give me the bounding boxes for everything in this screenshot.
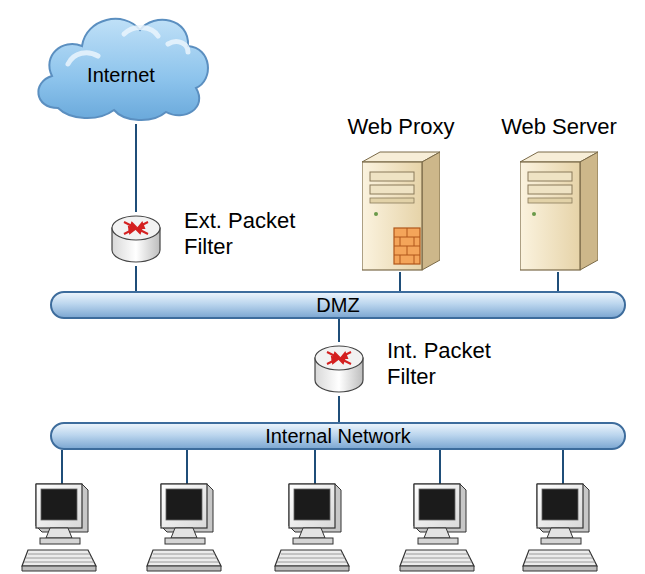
network-link [399, 272, 401, 291]
pc-drop-lines [62, 450, 563, 484]
server-icon [362, 150, 440, 272]
cloud-node: Internet [28, 4, 214, 124]
server-node: Web Server [520, 150, 598, 272]
node-label: Web Server [501, 114, 617, 140]
network-link [135, 124, 137, 212]
network-band: DMZ [50, 291, 626, 319]
node-label: Internet [28, 62, 214, 88]
network-band: Internal Network [50, 422, 626, 450]
pc-icon [523, 484, 597, 571]
packet-filter-node: Ext. Packet Filter [110, 212, 162, 266]
network-label: Internal Network [52, 424, 624, 448]
pc-icon [400, 484, 474, 571]
network-link [135, 266, 137, 291]
node-label: Ext. Packet Filter [184, 208, 316, 260]
router-icon [110, 212, 162, 266]
node-label: Int. Packet Filter [387, 338, 519, 390]
network-link [338, 396, 340, 422]
network-link [557, 272, 559, 291]
node-label: Web Proxy [347, 114, 454, 140]
pc-icon [275, 484, 349, 571]
server-icon [520, 150, 598, 272]
pc-icon [147, 484, 221, 571]
server-node: Web Proxy [362, 150, 440, 272]
pc-icon [22, 484, 96, 571]
packet-filter-node: Int. Packet Filter [313, 342, 365, 396]
router-icon [313, 342, 365, 396]
network-label: DMZ [52, 293, 624, 317]
network-link [338, 319, 340, 342]
